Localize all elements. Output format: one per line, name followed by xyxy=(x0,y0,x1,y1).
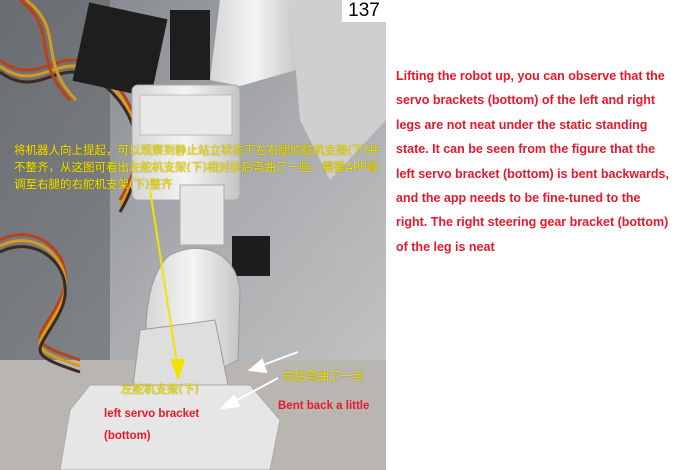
robot-leg-photo xyxy=(0,0,386,470)
page-number: 137 xyxy=(342,0,386,22)
label-bent-cn: 向后弯曲了一点 xyxy=(283,369,364,383)
description-text: Lifting the robot up, you can observe th… xyxy=(396,69,669,254)
label-bracket-en: left servo bracket (bottom) xyxy=(104,408,200,442)
label-bent-en: Bent back a little xyxy=(278,400,370,412)
photo-overlay-text-cn: 将机器人向上提起，可以观察到静止站立状态下左右腿的舵机支架(下)并不整齐，从这图… xyxy=(14,143,380,191)
label-bracket-cn: 左舵机支架(下) xyxy=(121,382,199,396)
